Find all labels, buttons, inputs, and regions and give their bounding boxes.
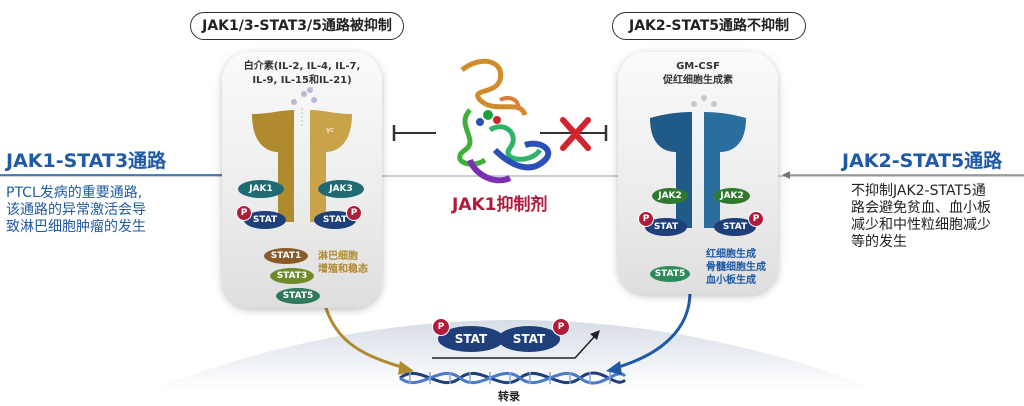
transcription-arrowhead	[590, 330, 600, 340]
left-pathway-pill: JAK1/3-STAT3/5通路被抑制	[190, 12, 404, 40]
right-pathway-description: 不抑制JAK2-STAT5通 路会避免贫血、血小板 减少和中性粒细胞减少 等的发…	[851, 183, 991, 250]
right-side-arrowhead	[782, 171, 790, 179]
stat5-blob: STAT5	[276, 288, 320, 304]
jak2-blob-a: JAK2	[652, 188, 688, 204]
dimer-phospho-a: P	[432, 318, 450, 336]
left-cytokine-label: 白介素(IL-2, IL-4, IL-7, IL-9, IL-15和IL-21)	[243, 61, 361, 86]
left-stat-b: STAT	[314, 211, 356, 229]
right-function-note: 红细胞生成 骨髓细胞生成 血小板生成	[706, 249, 766, 286]
right-cell-panel	[618, 52, 778, 294]
right-pathway-arrowhead	[606, 361, 622, 375]
stat1-blob: STAT1	[264, 248, 308, 264]
right-stat5-blob: STAT5	[650, 266, 690, 282]
stat3-blob: STAT3	[270, 268, 314, 284]
right-stat-a: STAT	[645, 218, 687, 236]
left-phospho-b: P	[346, 205, 362, 221]
dimer-phospho-b: P	[552, 318, 570, 336]
transcription-arrow	[432, 335, 596, 359]
jak2-blob-b: JAK2	[714, 188, 750, 204]
jak1-blob: JAK1	[238, 180, 284, 198]
right-pathway-arrow	[614, 291, 692, 370]
right-phospho-b: P	[748, 211, 764, 227]
left-function-note: 淋巴细胞 增殖和稳态	[318, 251, 368, 275]
svg-text:γc: γc	[326, 126, 334, 134]
left-pathway-description: PTCL发病的重要通路, 该通路的异常激活会导 致淋巴细胞肿瘤的发生	[6, 185, 146, 235]
right-pathway-title: JAK2-STAT5通路	[842, 150, 1003, 172]
dna-helix-icon	[399, 371, 627, 385]
right-pathway-pill: JAK2-STAT5通路不抑制	[612, 12, 806, 40]
left-receptor-icon: γc	[252, 87, 352, 222]
right-stat-b: STAT	[714, 218, 756, 236]
jak1-inhibitor-label: JAK1抑制剂	[452, 195, 548, 215]
jak3-blob: JAK3	[318, 180, 364, 198]
left-stat-a: STAT	[244, 211, 286, 229]
left-phospho-a: P	[236, 205, 252, 221]
right-phospho-a: P	[638, 211, 654, 227]
nucleus-dome	[150, 320, 880, 390]
left-pathway-title: JAK1-STAT3通路	[6, 150, 167, 172]
transcription-label: 转录	[498, 390, 520, 403]
block-x-icon	[560, 117, 591, 151]
left-pathway-arrowhead	[398, 361, 414, 375]
jak1-inhibitor-protein-icon	[457, 58, 552, 184]
dimer-stat-b: STAT	[498, 326, 560, 352]
right-cytokine-label: GM-CSF 促红细胞生成素	[663, 61, 733, 86]
